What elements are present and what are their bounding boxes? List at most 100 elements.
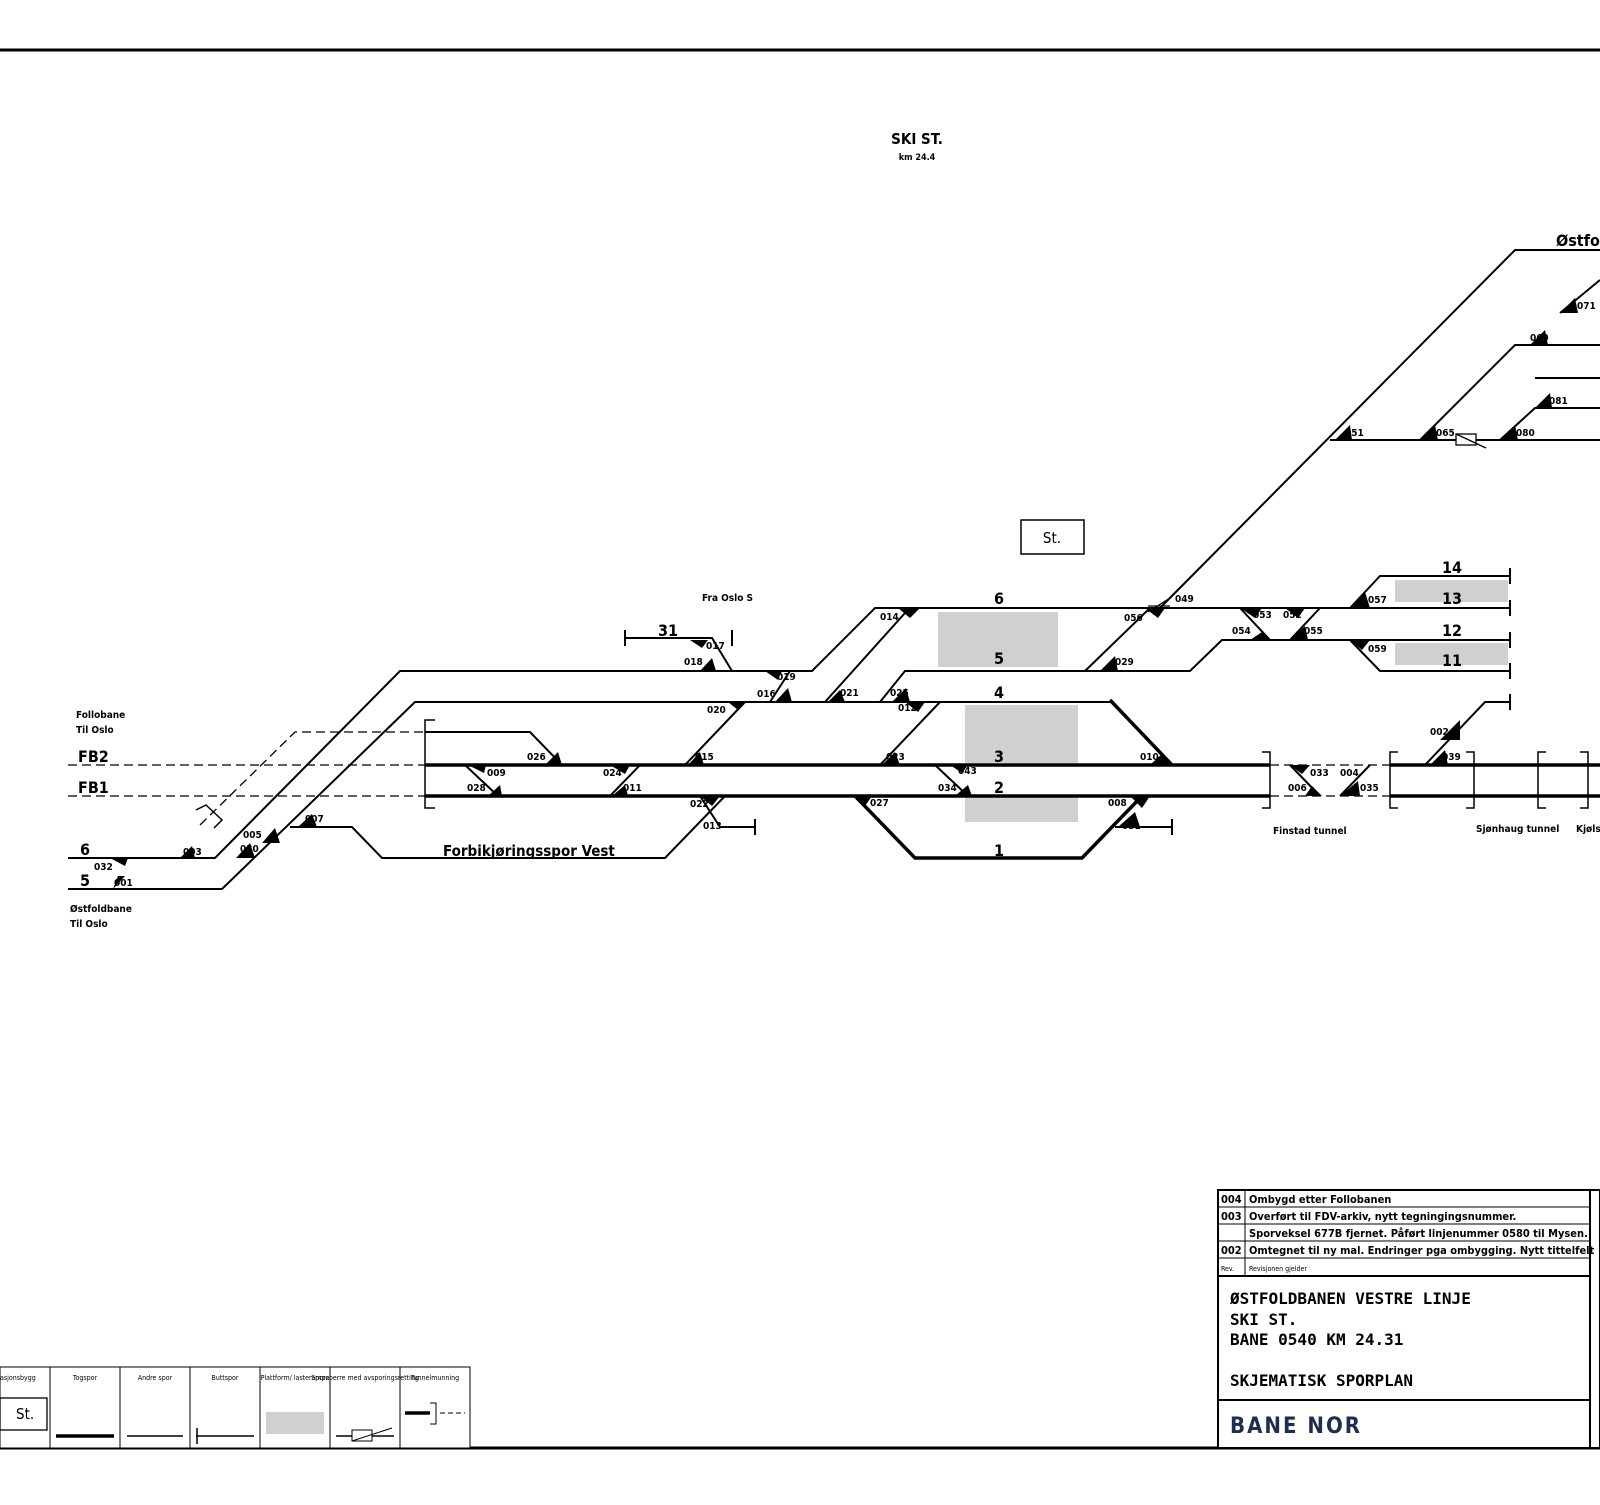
- switch-043: 043: [958, 766, 977, 777]
- west-track-6-label: 6: [80, 840, 90, 859]
- switch-051: 051: [1345, 428, 1364, 439]
- switch-labels: 001 032 003 005 030 007 009 028 026 024 …: [94, 301, 1596, 889]
- switch-025: 025: [890, 688, 909, 699]
- legend-station-symbol: St.: [16, 1405, 34, 1423]
- switch-009: 009: [487, 768, 506, 779]
- platform-11-12: [1395, 643, 1508, 665]
- switch-markers: [110, 298, 1578, 889]
- switch-071: 071: [1577, 301, 1596, 312]
- buffer-stops: [624, 568, 1511, 835]
- track-5-label: 5: [994, 649, 1004, 668]
- fb2-label: FB2: [78, 747, 109, 766]
- switch-080: 080: [1516, 428, 1535, 439]
- bypass-label: Forbikjøringsspor Vest: [443, 842, 615, 860]
- fra-oslo-label: Fra Oslo S: [702, 593, 753, 604]
- kjols-tunnel-label: Kjøls: [1576, 824, 1600, 835]
- switch-024: 024: [603, 768, 622, 779]
- switch-019: 019: [777, 672, 796, 683]
- switch-056: 056: [1124, 613, 1143, 624]
- rev-2-number: 003: [1221, 1210, 1242, 1223]
- finstad-tunnel-label: Finstad tunnel: [1273, 826, 1347, 837]
- switch-001: 001: [114, 878, 133, 889]
- track-14-label: 14: [1442, 558, 1462, 577]
- rev-header-text: Revisjonen gjelder: [1249, 1265, 1307, 1273]
- rev-4-text: Omtegnet til ny mal. Endringer pga ombyg…: [1249, 1244, 1595, 1257]
- follobane-til-oslo: Til Oslo: [76, 725, 114, 736]
- switch-014: 014: [880, 612, 899, 623]
- switch-052: 052: [1283, 610, 1302, 621]
- switch-026: 026: [527, 752, 546, 763]
- ostfold-top-label: Østfol: [1556, 231, 1600, 250]
- platform-5-6: [938, 612, 1058, 667]
- title-line-3: BANE 0540 KM 24.31: [1230, 1330, 1403, 1349]
- switch-069: 069: [1530, 333, 1549, 344]
- switch-006: 006: [1288, 783, 1307, 794]
- switch-017: 017: [706, 641, 725, 652]
- title-line-2: SKI ST.: [1230, 1310, 1297, 1329]
- switch-002: 002: [1430, 727, 1449, 738]
- switch-016: 016: [757, 689, 776, 700]
- switch-010: 010: [1140, 752, 1159, 763]
- switch-008: 008: [1108, 798, 1127, 809]
- switch-018: 018: [684, 657, 703, 668]
- switch-013: 013: [703, 821, 722, 832]
- rev-header: Rev.: [1221, 1265, 1234, 1273]
- track-6-label: 6: [994, 589, 1004, 608]
- title-block: 004 Ombygd etter Follobanen 003 Overført…: [1217, 1189, 1600, 1449]
- switch-028: 028: [467, 783, 486, 794]
- rev-4-number: 002: [1221, 1244, 1242, 1257]
- switch-049: 049: [1175, 594, 1194, 605]
- switch-053: 053: [1253, 610, 1272, 621]
- station-km: km 24.4: [899, 153, 936, 163]
- switch-059: 059: [1368, 644, 1387, 655]
- rev-2-text: Overført til FDV-arkiv, nytt tegningings…: [1249, 1210, 1516, 1223]
- switch-021: 021: [840, 688, 859, 699]
- switch-034: 034: [938, 783, 957, 794]
- switch-007: 007: [305, 814, 324, 825]
- west-track-5-label: 5: [80, 871, 90, 890]
- switch-065: 065: [1436, 428, 1455, 439]
- switch-031: 031: [1122, 821, 1141, 832]
- switch-015: 015: [695, 752, 714, 763]
- ostfoldbane-label: Østfoldbane: [70, 903, 132, 915]
- track-11-label: 11: [1442, 651, 1462, 670]
- switch-012: 012: [898, 703, 917, 714]
- derailer-065: [1455, 433, 1487, 449]
- station-building-label: St.: [1043, 529, 1061, 547]
- switch-003: 003: [183, 847, 202, 858]
- track-2-east-bend: [1108, 698, 1174, 767]
- title-line-1: ØSTFOLDBANEN VESTRE LINJE: [1229, 1289, 1471, 1308]
- fb1-label: FB1: [78, 778, 109, 797]
- station-title: SKI ST.: [891, 130, 943, 148]
- legend-other-track: Andre spor: [138, 1374, 173, 1382]
- rev-3-text: Sporveksel 677B fjernet. Påført linjenum…: [1249, 1227, 1588, 1240]
- switch-023: 023: [886, 752, 905, 763]
- track-2-label: 2: [994, 778, 1004, 797]
- switch-054: 054: [1232, 626, 1251, 637]
- tunnel-portals: [195, 719, 1589, 829]
- platform-1-2: [965, 797, 1078, 822]
- track-4-label: 4: [994, 683, 1004, 702]
- legend-main-track: Togspor: [72, 1374, 98, 1382]
- switch-035: 035: [1360, 783, 1379, 794]
- switch-033: 033: [1310, 768, 1329, 779]
- switch-004: 004: [1340, 768, 1359, 779]
- legend-derailer: Sporsperre med avsporingsretting: [311, 1374, 419, 1382]
- switch-020: 020: [707, 705, 726, 716]
- switch-011: 011: [623, 783, 642, 794]
- platform-3-4: [965, 705, 1078, 763]
- derailer-049: [1147, 597, 1171, 613]
- track-12-label: 12: [1442, 621, 1462, 640]
- switch-039: 039: [1442, 752, 1461, 763]
- switch-022: 022: [690, 799, 709, 810]
- legend-buffer-track: Buttspor: [212, 1374, 239, 1382]
- track-31-label: 31: [658, 621, 678, 640]
- title-subtitle: SKJEMATISK SPORPLAN: [1230, 1371, 1413, 1390]
- legend-station-building: asjonsbygg: [0, 1374, 36, 1382]
- rev-1-text: Ombygd etter Follobanen: [1249, 1193, 1391, 1206]
- switch-030: 030: [240, 844, 259, 855]
- track-3-label: 3: [994, 747, 1004, 766]
- ostfoldbane-til-oslo: Til Oslo: [70, 919, 108, 930]
